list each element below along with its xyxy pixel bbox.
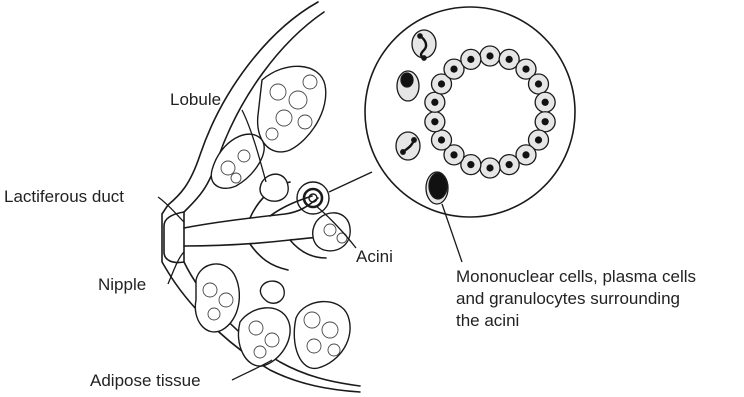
cell-nucleus [431,99,438,106]
cell-nucleus [438,136,445,143]
adipose-lobule [313,213,350,251]
cell-nucleus [522,66,529,73]
duct-branch-lower [250,240,326,270]
inflammatory-cells-caption: Mononuclear cells, plasma cells and gran… [456,266,696,332]
adipose-tissue-label: Adipose tissue [90,370,201,391]
lactiferous-duct-label: Lactiferous duct [4,186,124,207]
adipose-lobule [211,134,264,188]
adipose-lobule [294,302,350,369]
cell-nucleus [450,151,457,158]
cell-nucleus [535,80,542,87]
cell-nucleus [486,164,493,171]
granulocyte-cell [396,132,420,160]
nipple-label: Nipple [98,274,146,295]
cell-nucleus [486,52,493,59]
adipose-lobule [238,308,290,366]
lobule-shape [260,174,288,201]
caption-line: and granulocytes surrounding [456,288,696,310]
cell-nucleus [522,151,529,158]
cell-nucleus [467,161,474,168]
adipose-lobule [260,281,284,303]
cell-nucleus [542,99,549,106]
cell-nucleus [431,118,438,125]
acinus-small [297,182,329,214]
granulocyte-cell [412,30,436,58]
cell-nucleus [467,56,474,63]
acini-label: Acini [356,246,393,267]
caption-line: Mononuclear cells, plasma cells [456,266,696,288]
cell-nucleus [438,80,445,87]
lobule-label: Lobule [170,89,221,110]
zoom-connector [329,172,372,192]
cell-nucleus [506,56,513,63]
caption-line: the acini [456,310,696,332]
cell-nucleus [542,118,549,125]
cell-nucleus [535,136,542,143]
cell-nucleus [450,66,457,73]
adipose-lobule [258,66,326,152]
leader-nipple [168,252,184,284]
cell-nucleus [506,161,513,168]
